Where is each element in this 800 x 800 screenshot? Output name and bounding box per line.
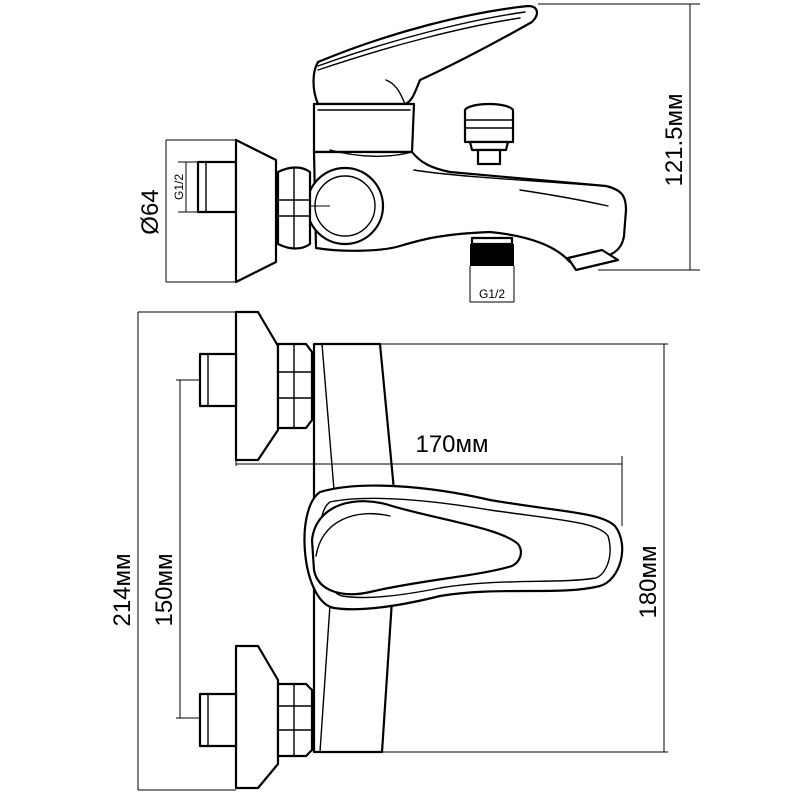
front-bottom-connector <box>198 644 314 790</box>
label-inlet-thread: G1/2 <box>172 174 186 200</box>
front-top-connector <box>198 310 314 462</box>
label-centres: 150мм <box>151 553 178 626</box>
side-view: Ø64 G1/2 G1/2 121.5мм <box>137 3 700 303</box>
label-outlet-thread: G1/2 <box>479 287 505 301</box>
label-overall-height: 214мм <box>109 553 136 626</box>
projection-dimension <box>235 456 623 526</box>
overall-height-dimension <box>137 311 236 791</box>
diameter-dimension <box>165 139 236 283</box>
side-eccentric-connector <box>196 138 312 284</box>
side-spout-outlet <box>566 248 620 272</box>
label-diameter: Ø64 <box>137 189 164 234</box>
centres-dimension <box>176 379 200 719</box>
diverter-knob <box>463 102 515 166</box>
label-projection: 170мм <box>415 431 488 458</box>
label-height: 121.5мм <box>661 93 688 186</box>
front-view: 214мм 150мм 170мм 180мм <box>109 310 668 791</box>
body-height-dimension <box>314 343 668 753</box>
label-body-height: 180мм <box>635 545 662 618</box>
side-outlet-thread <box>469 236 515 302</box>
inlet-thread-dimension <box>178 161 198 213</box>
front-lever <box>303 484 624 611</box>
side-cartridge <box>312 102 416 154</box>
height-dimension <box>538 3 700 271</box>
